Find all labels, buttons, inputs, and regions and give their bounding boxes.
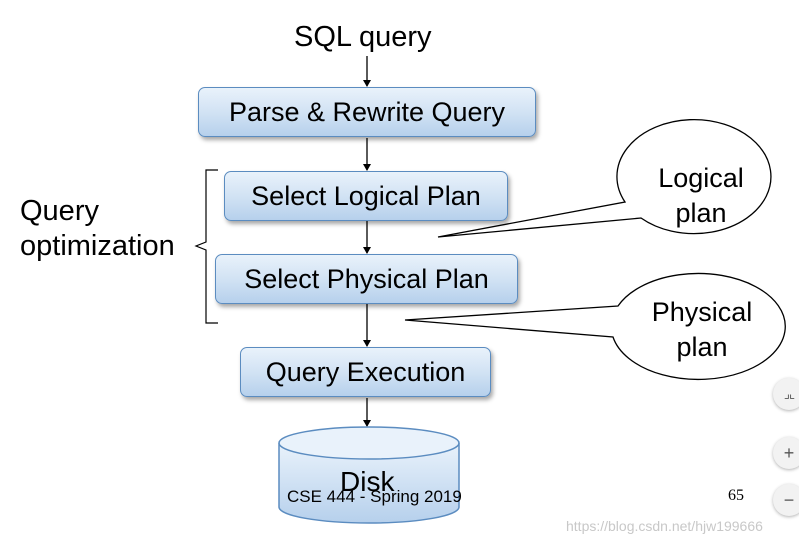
select-logical-plan-label: Select Logical Plan <box>251 180 481 211</box>
disk-cylinder <box>278 426 460 524</box>
select-physical-plan-box: Select Physical Plan <box>215 254 518 304</box>
select-logical-plan-box: Select Logical Plan <box>224 171 508 221</box>
query-execution-box: Query Execution <box>240 347 491 397</box>
query-optimization-label-line2: optimization <box>20 230 175 262</box>
callout-logical-line2: plan <box>675 198 727 228</box>
watermark-url: https://blog.csdn.net/hjw199666 <box>566 518 763 534</box>
callout-physical-line1: Physical <box>651 297 753 327</box>
zoom-in-button[interactable]: + <box>773 437 799 469</box>
callout-physical-text: Physical plan <box>622 295 782 365</box>
slide-page-number: 65 <box>728 487 744 504</box>
plus-icon: + <box>783 442 795 463</box>
minus-icon: − <box>783 489 795 510</box>
parse-rewrite-label: Parse & Rewrite Query <box>228 96 506 127</box>
callout-bubble-physical <box>404 272 786 381</box>
compress-icon: ⌟⌞ <box>783 386 795 401</box>
callout-logical-text: Logical plan <box>630 161 772 231</box>
zoom-out-button[interactable]: − <box>773 484 799 516</box>
callout-bubble-logical <box>437 119 772 238</box>
fit-view-button[interactable]: ⌟⌞ <box>773 378 799 410</box>
sql-query-label: SQL query <box>294 21 432 53</box>
callout-logical-line1: Logical <box>658 163 744 193</box>
callout-physical-line2: plan <box>676 332 728 362</box>
query-optimization-label-line1: Query <box>20 195 99 227</box>
disk-label: Disk <box>340 466 395 497</box>
optimization-brace <box>194 169 218 324</box>
select-physical-plan-label: Select Physical Plan <box>244 263 489 294</box>
parse-rewrite-box: Parse & Rewrite Query <box>198 87 536 137</box>
query-execution-label: Query Execution <box>265 356 466 387</box>
slide-footer: CSE 444 - Spring 2019 <box>287 487 462 506</box>
